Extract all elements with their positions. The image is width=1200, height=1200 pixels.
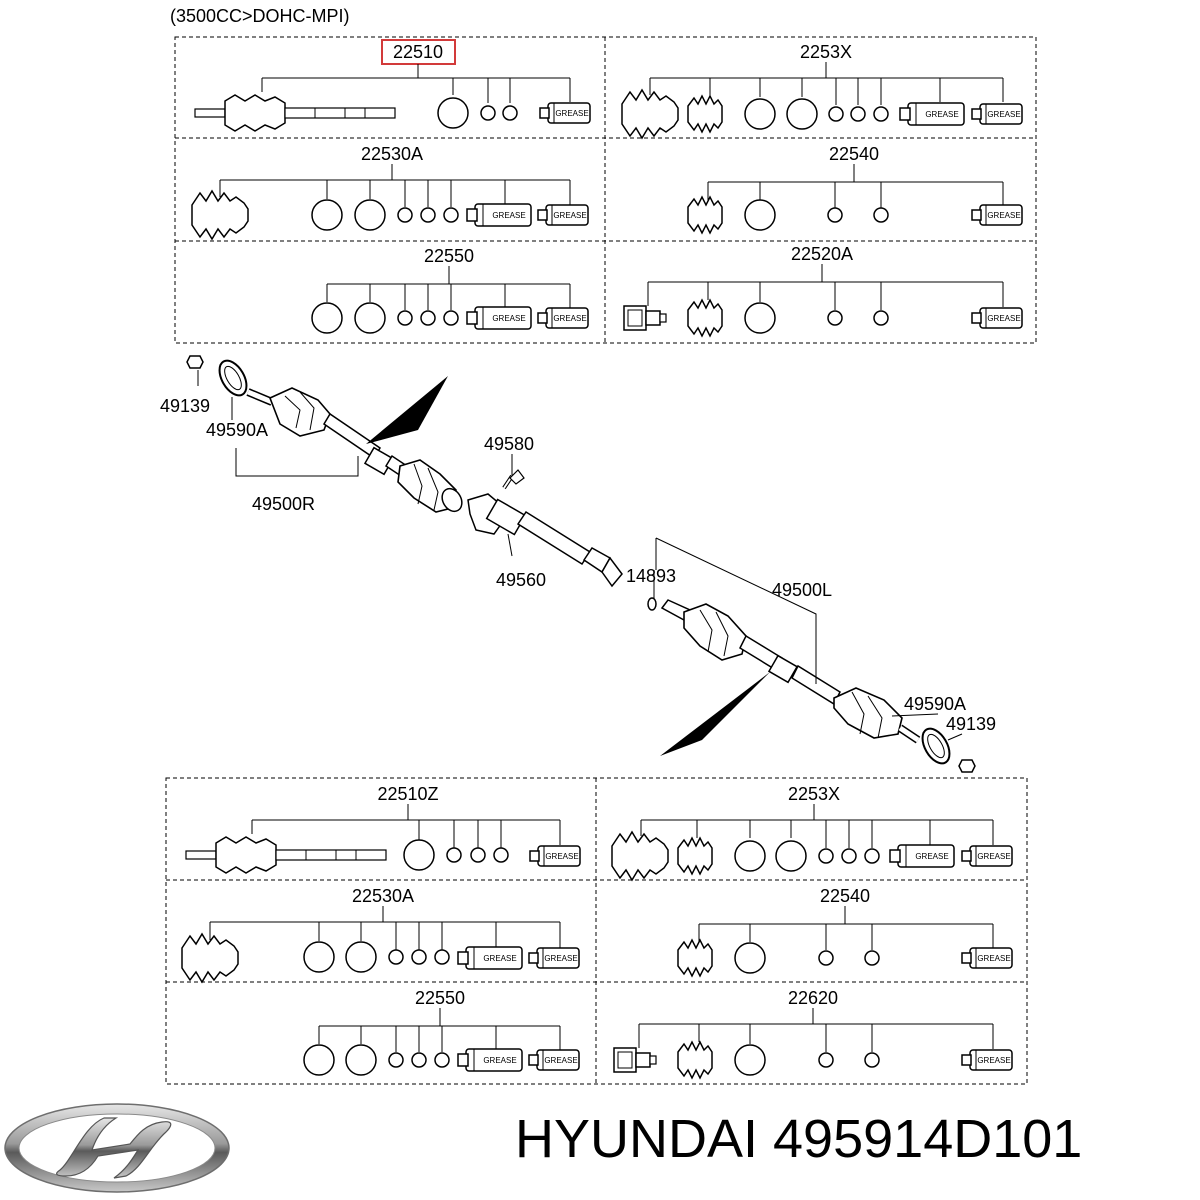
grease-label: GREASE (987, 211, 1020, 220)
grease-label: GREASE (977, 954, 1010, 963)
bearing-ring-right (218, 359, 248, 397)
callout-49590A-right: 49590A (206, 420, 268, 440)
kit-cell-22530A[interactable]: 22530A GREASE GREASE (191, 144, 589, 240)
grease-label: GREASE (483, 1056, 516, 1065)
kit-cell-22540-lower[interactable]: 22540 GREASE (677, 886, 1013, 977)
grease-label: GREASE (987, 314, 1020, 323)
kit-cell-2253X-lower[interactable]: 2253X GREASE GREASE (611, 784, 1013, 881)
callout-49590A-left: 49590A (904, 694, 966, 714)
grease-label: GREASE (492, 211, 525, 220)
grease-label: GREASE (977, 852, 1010, 861)
grease-label: GREASE (544, 1056, 577, 1065)
grease-label: GREASE (544, 954, 577, 963)
kit-code: 2253X (788, 784, 840, 804)
kit-code: 22540 (829, 144, 879, 164)
upper-kit-table: 22510 GREASE 2253X (174, 36, 1037, 344)
brand-part-number: HYUNDAI 495914D101 (515, 1109, 1083, 1169)
bearing-bracket[interactable] (467, 469, 623, 588)
grease-label: GREASE (553, 314, 586, 323)
callout-49500L: 49500L (772, 580, 832, 600)
washer-right (186, 355, 204, 369)
bearing-ring-left (921, 727, 951, 765)
kit-code: 22530A (352, 886, 414, 906)
kit-cell-22550-lower[interactable]: 22550 GREASE GREASE (303, 988, 580, 1076)
pointer-wedge-right (366, 376, 448, 444)
grease-label: GREASE (555, 109, 588, 118)
grease-label: GREASE (977, 1056, 1010, 1065)
grease-label: GREASE (483, 954, 516, 963)
callout-49580: 49580 (484, 434, 534, 454)
kit-cell-22620[interactable]: 22620 GREASE (613, 988, 1013, 1079)
exploded-view: 49139 49590A 49500R 49580 49560 14893 49… (160, 355, 996, 773)
kit-cell-22540[interactable]: 22540 GREASE (687, 144, 1023, 234)
kit-cell-22510[interactable]: 22510 GREASE (194, 39, 591, 132)
kit-code: 22520A (791, 244, 853, 264)
kit-code: 22620 (788, 988, 838, 1008)
parts-diagram: (3500CC>DOHC-MPI) 22510 GREASE 2253X (160, 6, 1037, 1085)
kit-code: 22550 (415, 988, 465, 1008)
kit-code: 22530A (361, 144, 423, 164)
kit-cell-22530A-lower[interactable]: 22530A GREASE GREASE (181, 886, 580, 983)
pointer-wedge-left (660, 672, 770, 756)
grease-label: GREASE (492, 314, 525, 323)
header-note: (3500CC>DOHC-MPI) (170, 6, 350, 26)
left-driveshaft[interactable] (660, 599, 976, 773)
grease-label: GREASE (553, 211, 586, 220)
washer-left (958, 759, 976, 773)
kit-cell-2253X[interactable]: 2253X GREASE GREASE (621, 42, 1023, 139)
kit-cell-22520A[interactable]: 22520A GREASE (623, 244, 1023, 337)
callout-49560: 49560 (496, 570, 546, 590)
callout-49500R: 49500R (252, 494, 315, 514)
grease-label: GREASE (915, 852, 948, 861)
right-driveshaft[interactable] (186, 355, 466, 515)
grease-label: GREASE (545, 852, 578, 861)
kit-code: 2253X (800, 42, 852, 62)
kit-code: 22540 (820, 886, 870, 906)
kit-code: 22510 (393, 42, 443, 62)
lower-kit-table: 22510Z GREASE 2253X (165, 777, 1028, 1085)
snap-ring (647, 597, 657, 611)
kit-code: 22550 (424, 246, 474, 266)
hyundai-logo-icon (4, 1103, 230, 1193)
grease-label: GREASE (987, 110, 1020, 119)
grease-label: GREASE (925, 110, 958, 119)
kit-code: 22510Z (377, 784, 438, 804)
callout-49139-left: 49139 (946, 714, 996, 734)
callout-14893: 14893 (626, 566, 676, 586)
kit-cell-22550[interactable]: 22550 GREASE GREASE (311, 246, 589, 334)
kit-cell-22510Z[interactable]: 22510Z GREASE (185, 784, 581, 874)
callout-49139-right: 49139 (160, 396, 210, 416)
